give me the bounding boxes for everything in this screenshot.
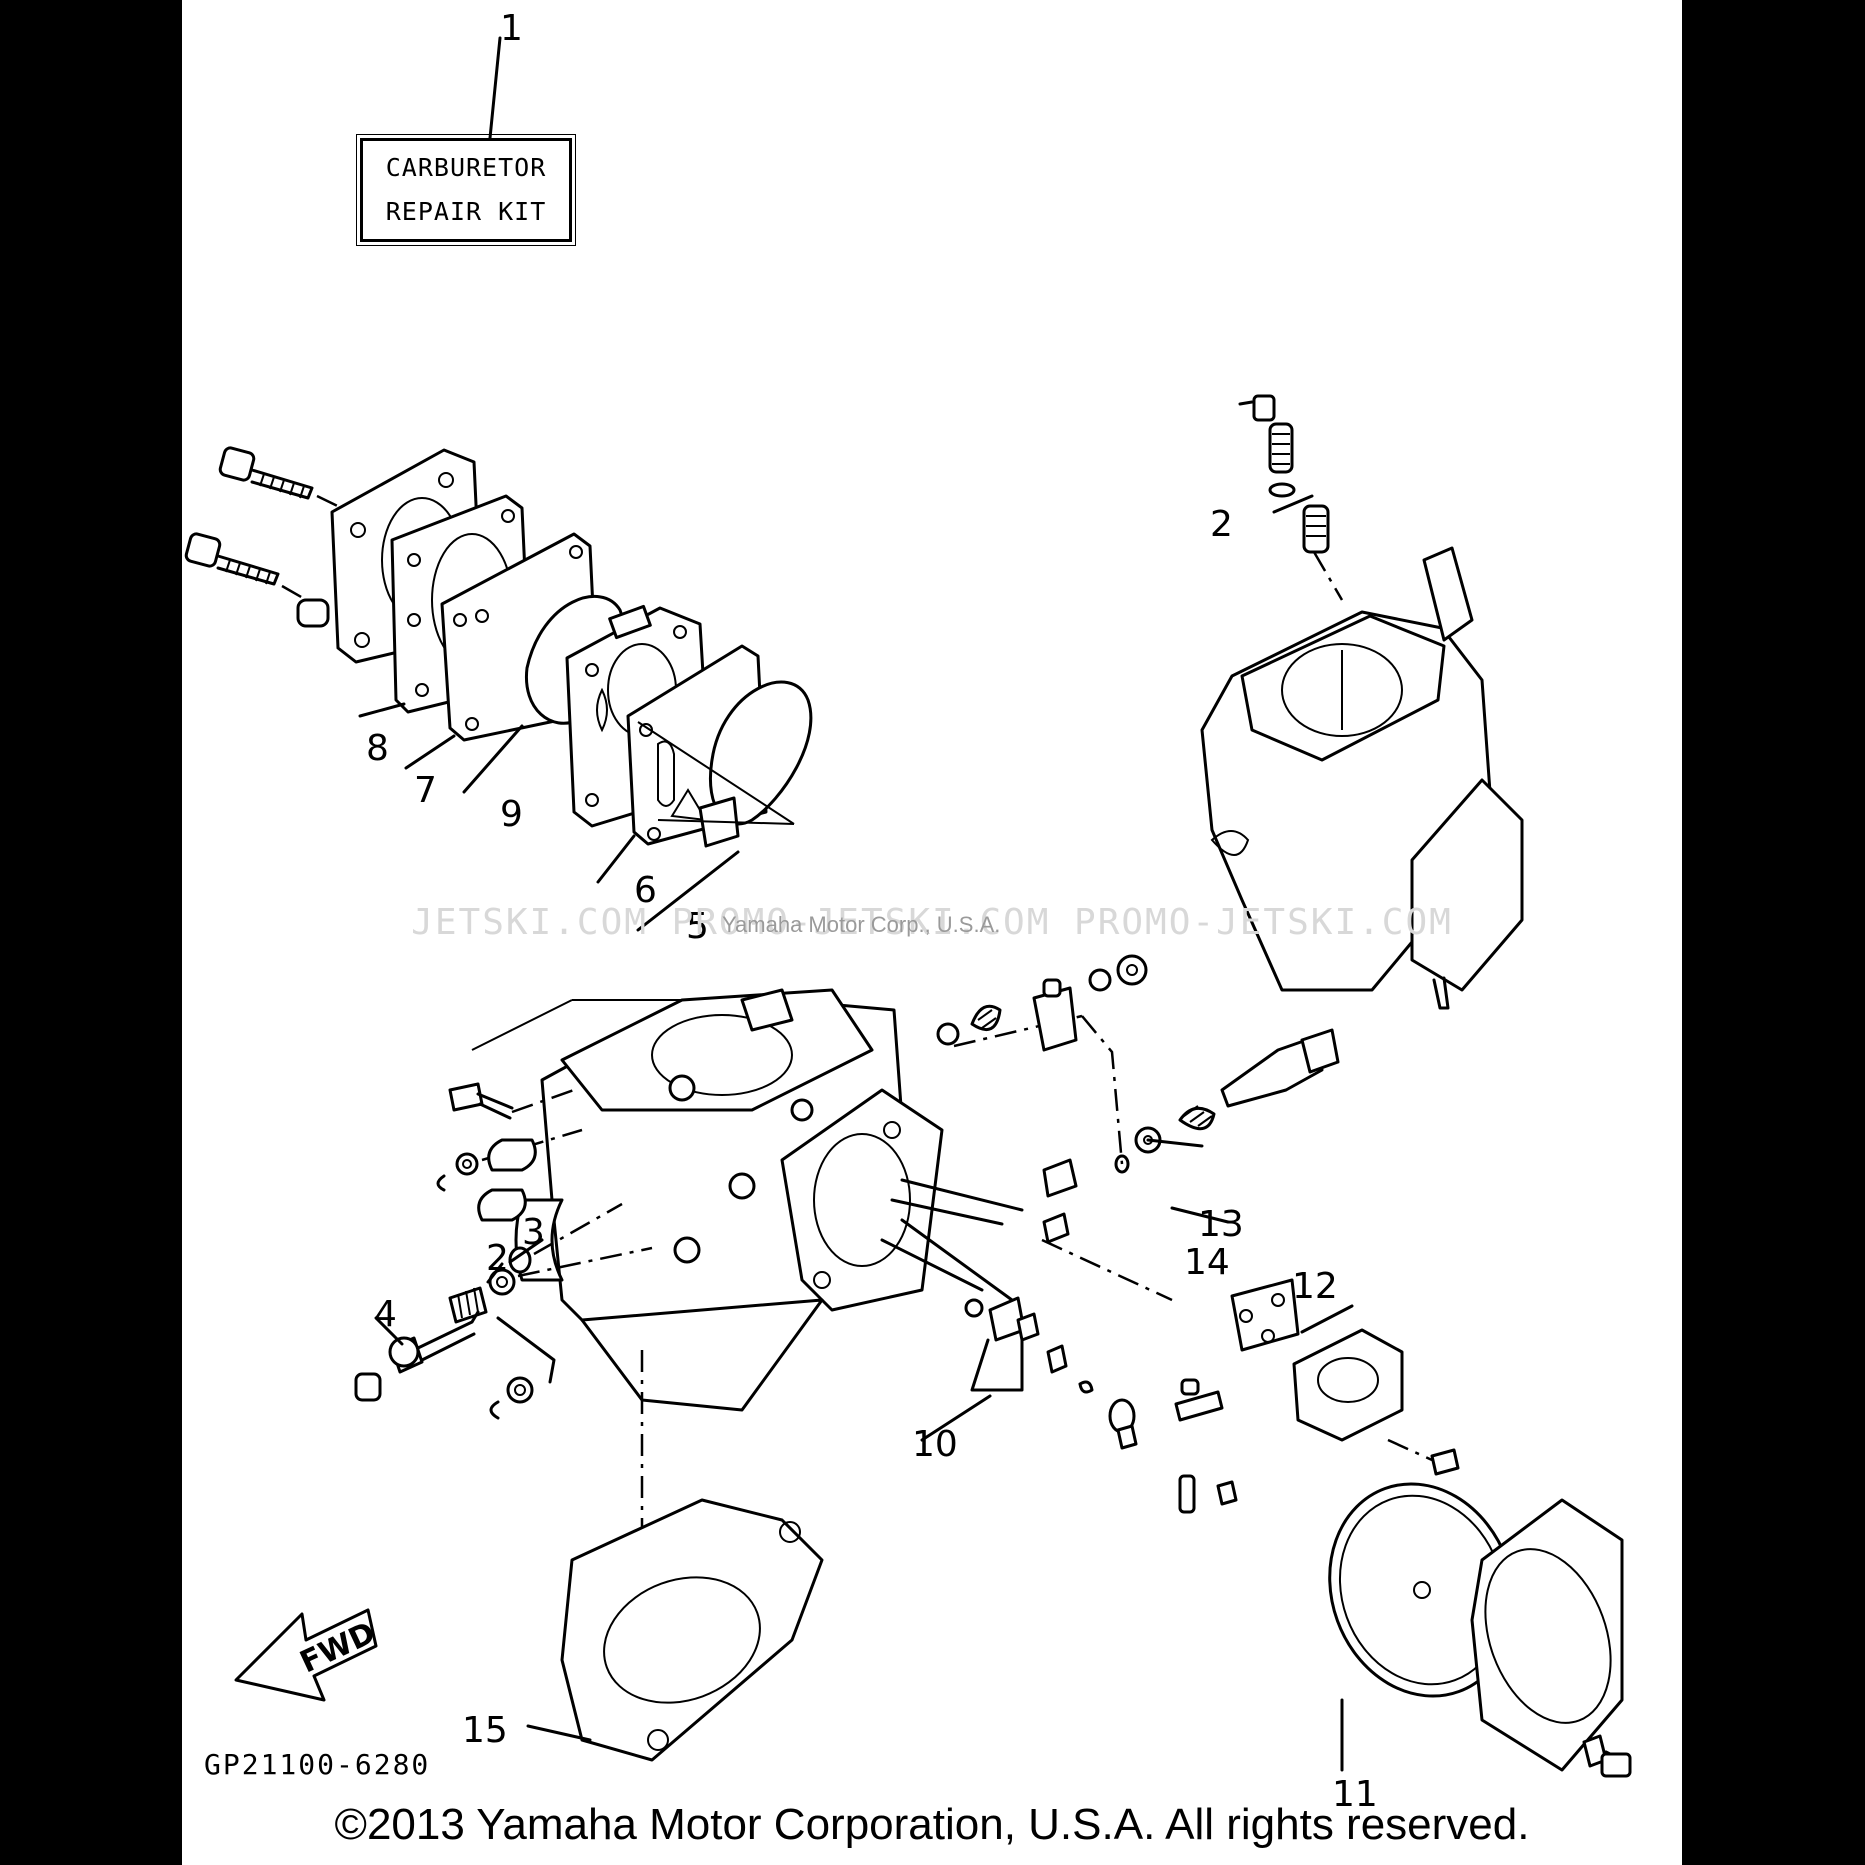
diagram-reference-code: GP21100-6280 bbox=[204, 1748, 431, 1781]
float-bowl bbox=[1410, 778, 1524, 992]
o-ring-3 bbox=[508, 1246, 532, 1274]
fwd-arrow: FWD bbox=[234, 1608, 381, 1702]
kit-label-line2: REPAIR KIT bbox=[385, 197, 547, 226]
spring-coil bbox=[970, 1004, 1002, 1032]
kit-label-line1: CARBURETOR bbox=[385, 153, 547, 182]
screw-upper bbox=[218, 446, 314, 500]
callout-3: 3 bbox=[522, 1212, 545, 1253]
carburetor-assembly bbox=[1200, 394, 1524, 1010]
gasket-12 bbox=[1230, 1278, 1300, 1352]
callout-11: 11 bbox=[1332, 1774, 1378, 1815]
pump-mount-flange bbox=[780, 1088, 944, 1312]
left-side-parts bbox=[354, 1082, 653, 1420]
watermark: JETSKI.COM PROMO-JETSKI.COM PROMO-JETSKI… bbox=[411, 902, 1453, 943]
gasket-15 bbox=[560, 1350, 824, 1762]
callout-6: 6 bbox=[634, 870, 657, 911]
needle-valve bbox=[1220, 1034, 1324, 1108]
watermark-subtext: Yamaha Motor Corp., U.S.A. bbox=[722, 912, 1001, 937]
leader-1 bbox=[488, 36, 502, 140]
callout-15: 15 bbox=[462, 1710, 508, 1751]
callout-2-lower: 2 bbox=[486, 1238, 509, 1279]
diaphragm-cover-group bbox=[1328, 1482, 1632, 1778]
copyright-notice: ©2013 Yamaha Motor Corporation, U.S.A. A… bbox=[334, 1800, 1530, 1849]
callout-10: 10 bbox=[912, 1424, 958, 1465]
callout-2-upper: 2 bbox=[1210, 504, 1233, 545]
screw-lower bbox=[184, 532, 280, 586]
callout-5: 5 bbox=[686, 906, 709, 947]
callout-8: 8 bbox=[366, 728, 389, 769]
callout-1: 1 bbox=[500, 8, 523, 49]
idle-screw bbox=[1268, 422, 1294, 474]
accelerator-pump-cover bbox=[1292, 1328, 1404, 1442]
fitting-nipple bbox=[296, 598, 330, 628]
washer-2 bbox=[488, 1268, 516, 1296]
carburetor-body-exploded bbox=[471, 988, 944, 1412]
callout-7: 7 bbox=[414, 770, 437, 811]
callout-12: 12 bbox=[1292, 1266, 1338, 1307]
diagram-sheet: FWD 1 2 2 3 4 5 6 7 8 9 10 bbox=[182, 0, 1682, 1865]
carburetor-repair-kit-box: CARBURETOR REPAIR KIT bbox=[356, 134, 576, 246]
callout-13: 13 bbox=[1198, 1204, 1244, 1245]
callout-9: 9 bbox=[500, 794, 523, 835]
callout-14: 14 bbox=[1184, 1242, 1230, 1283]
diaphragm-cover bbox=[1470, 1498, 1624, 1772]
callout-4: 4 bbox=[374, 1294, 397, 1335]
callout-leaders bbox=[358, 494, 1354, 1772]
pump-cover-stack bbox=[184, 446, 813, 848]
exploded-parts-diagram: FWD 1 2 2 3 4 5 6 7 8 9 10 bbox=[184, 8, 1632, 1815]
